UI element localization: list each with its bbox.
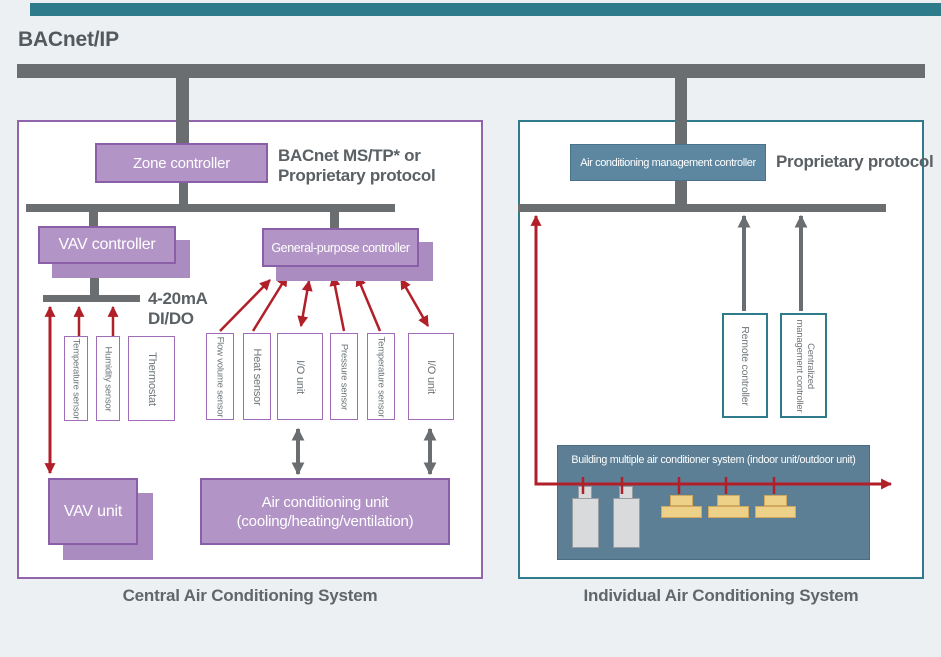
pressure-sensor-box: Pressure sensor [330, 333, 358, 420]
vav-unit-box: VAV unit [48, 478, 138, 545]
bacnet-ip-bus [17, 64, 925, 78]
central-system-caption: Central Air Conditioning System [122, 586, 378, 605]
top-accent-bar [30, 3, 941, 16]
pressure-sensor-label: Pressure sensor [338, 343, 350, 410]
proprietary-protocol-label: Proprietary protocol [776, 152, 934, 171]
zone-controller-box: Zone controller [95, 143, 268, 183]
individual-system-caption: Individual Air Conditioning System [583, 586, 859, 605]
centralized-management-controller-box: Centralized management controller [780, 313, 827, 418]
outdoor-unit-icon [613, 498, 640, 548]
signal-line2: DI/DO [148, 309, 194, 328]
thermostat-label: Thermostat [145, 351, 158, 406]
vav-controller-box: VAV controller [38, 226, 176, 264]
io-unit-2-label: I/O unit [425, 359, 437, 394]
thermostat-box: Thermostat [128, 336, 175, 421]
ac-unit-line1: Air conditioning unit [261, 493, 389, 511]
indoor-unit-icon [708, 506, 749, 518]
io-unit-1-box: I/O unit [277, 333, 323, 420]
centralized-management-controller-label: Centralized management controller [793, 319, 816, 412]
flow-volume-sensor-label: Flow volume sensor [214, 336, 226, 417]
bacnet-mstp-label: BACnet MS/TP* or Proprietary protocol [278, 146, 436, 186]
building-ac-system-label: Building multiple air conditioner system… [571, 454, 856, 466]
bacnet-mstp-line2: Proprietary protocol [278, 166, 436, 185]
building-ac-system-box: Building multiple air conditioner system… [557, 445, 870, 560]
indoor-unit-icon [670, 495, 693, 506]
io-unit-2-box: I/O unit [408, 333, 454, 420]
bacnet-mstp-line1: BACnet MS/TP* or [278, 146, 421, 165]
air-conditioning-unit-box: Air conditioning unit (cooling/heating/v… [200, 478, 450, 545]
signal-type-label: 4-20mA DI/DO [148, 289, 208, 329]
indoor-unit-icon [755, 506, 796, 518]
indoor-unit-icon [661, 506, 702, 518]
ac-unit-line2: (cooling/heating/ventilation) [236, 512, 414, 530]
temperature-sensor-2-box: Temperature sensor [367, 333, 395, 420]
indoor-unit-icon [764, 495, 787, 506]
temperature-sensor-box: Temperature sensor [64, 336, 88, 421]
io-unit-1-label: I/O unit [294, 359, 306, 394]
outdoor-unit-icon [572, 498, 599, 548]
heat-sensor-label: Heat sensor [251, 347, 263, 406]
ac-management-controller-box: Air conditioning management controller [570, 144, 766, 181]
signal-line1: 4-20mA [148, 289, 208, 308]
indoor-unit-icon [717, 495, 740, 506]
heat-sensor-box: Heat sensor [243, 333, 271, 420]
general-purpose-controller-box: General-purpose controller [262, 228, 419, 267]
page-title: BACnet/IP [18, 28, 119, 51]
remote-controller-box: Remote controller [722, 313, 768, 418]
remote-controller-label: Remote controller [739, 325, 751, 406]
temperature-sensor-label: Temperature sensor [70, 338, 82, 419]
temperature-sensor-2-label: Temperature sensor [375, 336, 387, 417]
flow-volume-sensor-box: Flow volume sensor [206, 333, 234, 420]
humidity-sensor-box: Humidity sensor [96, 336, 120, 421]
humidity-sensor-label: Humidity sensor [102, 345, 114, 412]
